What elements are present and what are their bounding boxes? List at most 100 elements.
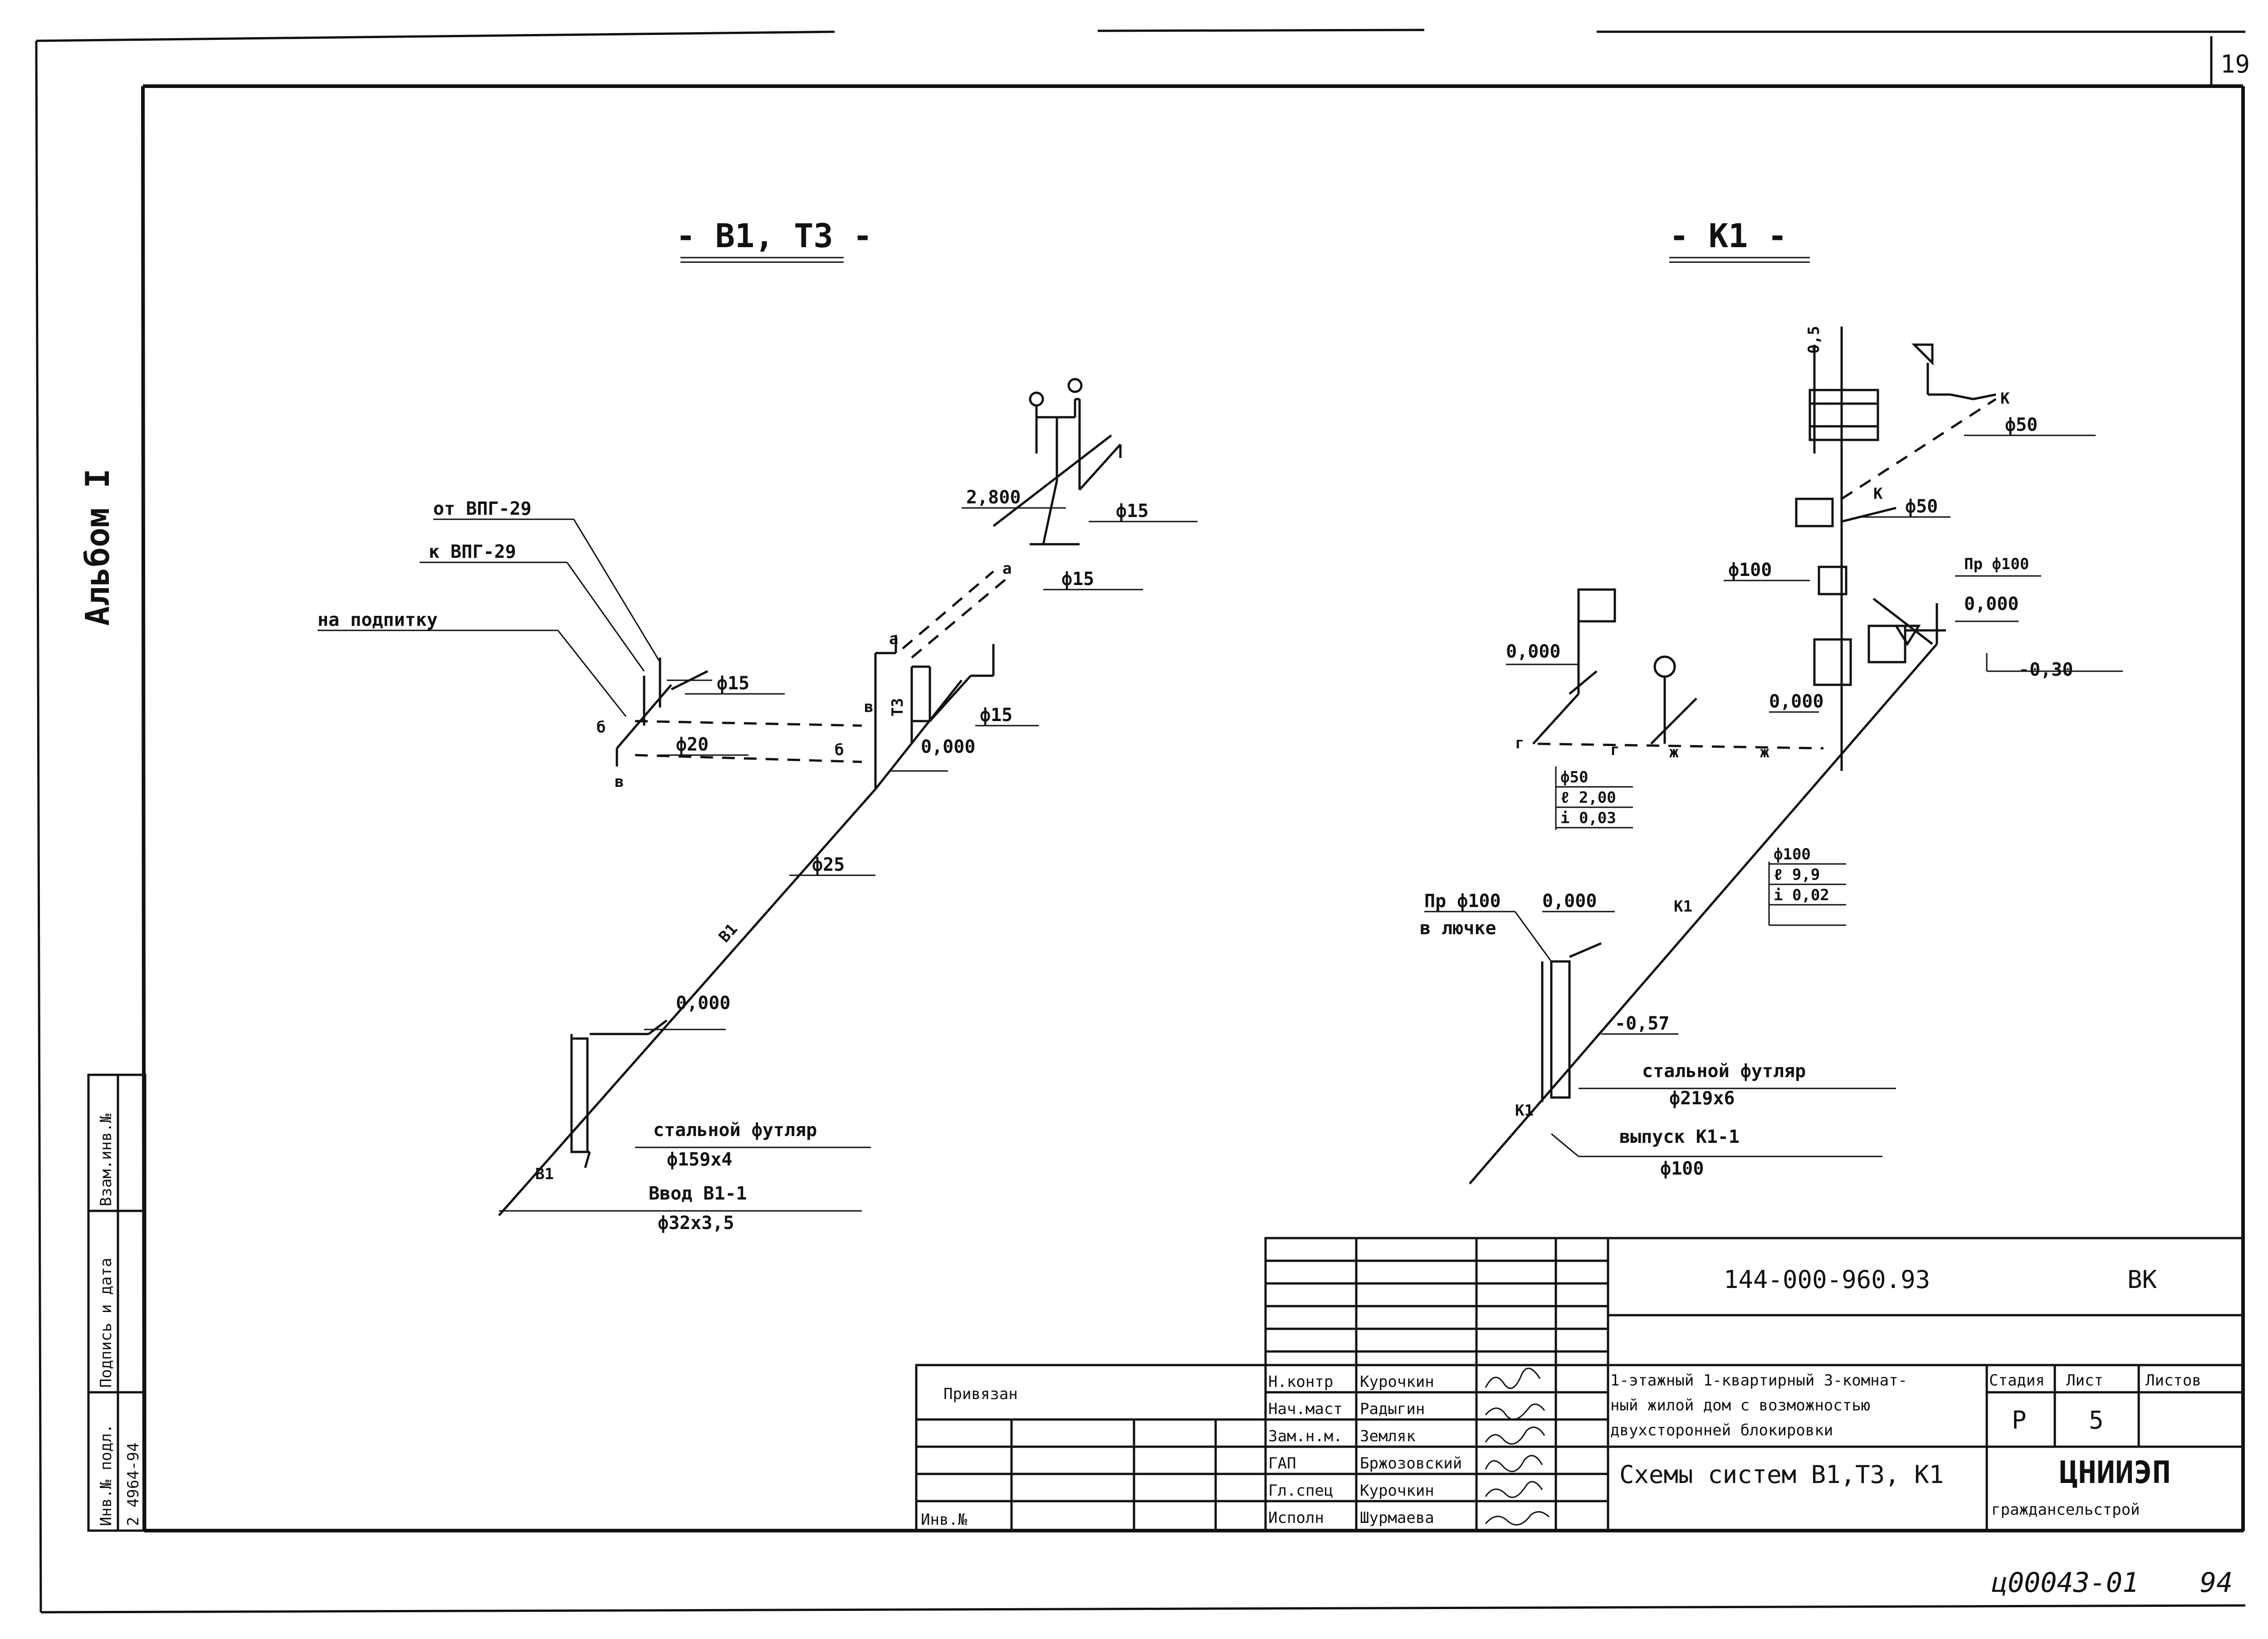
label-outlet-size: ф100 xyxy=(1660,1158,1704,1179)
label-mark-2800: 2,800 xyxy=(966,487,1021,508)
label-d15-b: ф15 xyxy=(980,705,1012,726)
stamp-col-replace: Взам.инв.№ xyxy=(97,1113,115,1206)
label-branch-d: ф50 xyxy=(1560,768,1588,786)
label-mark-057: -0,57 xyxy=(1615,1013,1669,1034)
label-pr100-b: Пр ф100 xyxy=(1424,891,1501,912)
tb-object-line-2: ный жилой дом с возможностью xyxy=(1610,1396,1870,1415)
label-pt-b2: б xyxy=(835,741,844,759)
label-pt-v2: в xyxy=(864,698,873,716)
tb-org-2: граждансельстрой xyxy=(1991,1501,2140,1519)
diagram-b1-t3: - В1, Т3 - xyxy=(318,217,1198,1234)
label-pipe-b1: В1 xyxy=(715,920,741,946)
label-pipe-t3: Т3 xyxy=(889,698,907,717)
label-pt-a2: а xyxy=(1002,560,1012,578)
tb-role-6: Исполн xyxy=(1268,1509,1324,1527)
archive-code: ц00043-01 xyxy=(1991,1567,2139,1599)
label-outlet: выпуск К1-1 xyxy=(1619,1127,1740,1147)
tb-object-line-3: двухсторонней блокировки xyxy=(1610,1421,1833,1439)
label-pt-g1: г xyxy=(1515,734,1524,752)
tb-sheet-title: Схемы систем В1,Т3, К1 xyxy=(1619,1460,1944,1489)
tb-role-4: ГАП xyxy=(1268,1454,1296,1473)
label-pt-v1: в xyxy=(615,773,624,791)
label-pt-zh2: ж xyxy=(1760,743,1769,761)
page-number: 19 xyxy=(2220,50,2250,78)
label-inlet: Ввод В1-1 xyxy=(649,1183,747,1204)
label-main-d: ф100 xyxy=(1774,845,1811,863)
label-branch-l: ℓ 2,00 xyxy=(1560,789,1616,807)
label-sleeve-left: стальной футляр xyxy=(653,1120,817,1141)
label-d50-a: ф50 xyxy=(2005,415,2038,435)
label-main-l: ℓ 9,9 xyxy=(1774,866,1820,884)
label-main-i: i 0,02 xyxy=(1774,886,1829,904)
tb-project-code: 144-000-960.93 xyxy=(1724,1265,1930,1294)
label-pt-zh1: ж xyxy=(1669,743,1679,761)
diagram-k1: - К1 - xyxy=(1420,217,2123,1185)
label-d15-a: ф15 xyxy=(717,673,749,694)
label-ot-vpg: от ВПГ-29 xyxy=(433,498,532,519)
left-stamp: Альбом I Инв.№ подл. Подпись и дата Взам… xyxy=(78,468,147,1532)
tb-name-5: Курочкин xyxy=(1360,1482,1434,1500)
tb-role-5: Гл.спец xyxy=(1268,1482,1333,1500)
label-d15-d: ф15 xyxy=(1116,501,1149,522)
label-pipe-b1-low: В1 xyxy=(535,1165,554,1183)
label-k-vpg: к ВПГ-29 xyxy=(429,541,516,562)
label-pt-b1: б xyxy=(596,718,606,737)
label-na-podpitku: на подпитку xyxy=(318,610,438,630)
label-mark-0000-b: 0,000 xyxy=(676,993,730,1014)
label-mark-0000-b: 0,000 xyxy=(1506,641,1560,662)
archive-page: 94 xyxy=(2200,1567,2233,1599)
label-mark-0000-c: 0,000 xyxy=(1769,691,1823,712)
label-mark-0000-a: 0,000 xyxy=(921,737,975,757)
tb-section: ВК xyxy=(2127,1265,2157,1294)
label-mark-0000-a: 0,000 xyxy=(1964,594,2019,615)
label-sleeve-right: стальной футляр xyxy=(1642,1061,1806,1082)
album-label: Альбом I xyxy=(78,468,117,626)
tb-object-line-1: 1-этажный 1-квартирный 3-комнат- xyxy=(1610,1371,1907,1390)
tb-name-1: Курочкин xyxy=(1360,1373,1434,1391)
label-pr100-a: Пр ф100 xyxy=(1964,555,2029,573)
stamp-inv-number: 2 4964-94 xyxy=(124,1443,142,1526)
stamp-col-inv: Инв.№ подл. xyxy=(97,1424,115,1526)
tb-stage-header: Стадия xyxy=(1989,1371,2045,1390)
label-branch-i: i 0,03 xyxy=(1560,809,1616,827)
stamp-col-sign: Подпись и дата xyxy=(97,1258,115,1388)
label-k-b: К xyxy=(1873,485,1883,503)
tb-sheets-header: Листов xyxy=(2146,1371,2201,1390)
label-k-a: К xyxy=(2000,390,2010,408)
label-pipe-k1-low: К1 xyxy=(1515,1102,1534,1120)
label-d50-b: ф50 xyxy=(1905,496,1938,517)
label-mark-0000-d: 0,000 xyxy=(1542,891,1597,912)
label-d15-c: ф15 xyxy=(1061,569,1094,590)
diagram-title-k1: - К1 - xyxy=(1669,217,1787,255)
label-d25: ф25 xyxy=(812,854,845,875)
label-sleeve-size-right: ф219х6 xyxy=(1669,1088,1735,1109)
sheet-frame xyxy=(35,29,2246,1614)
diagram-title-b1-t3: - В1, Т3 - xyxy=(676,217,872,255)
tb-privyazan: Привязан xyxy=(943,1385,1018,1403)
label-inlet-size: ф32х3,5 xyxy=(658,1213,734,1234)
tb-sheet: 5 xyxy=(2089,1406,2104,1434)
label-sleeve-size-left: ф159х4 xyxy=(667,1149,733,1170)
label-pt-g2: г xyxy=(1610,741,1619,759)
title-block: 144-000-960.93 ВК Привязан Инв.№ Н.контр… xyxy=(915,1237,2244,1532)
tb-stage: Р xyxy=(2012,1406,2027,1434)
label-d100-a: ф100 xyxy=(1728,560,1772,580)
tb-signatures xyxy=(1485,1367,1550,1526)
tb-name-6: Шурмаева xyxy=(1360,1509,1434,1527)
label-pipe-k1: К1 xyxy=(1674,898,1692,916)
label-pt-a1: а xyxy=(889,630,898,648)
label-in-hatch: в лючке xyxy=(1420,918,1496,939)
tb-role-1: Н.контр xyxy=(1268,1373,1333,1391)
tb-name-3: Земляк xyxy=(1360,1427,1416,1445)
label-mark-030: -0,30 xyxy=(2019,659,2073,680)
tb-sheet-header: Лист xyxy=(2066,1371,2103,1390)
tb-inv: Инв.№ xyxy=(921,1511,968,1529)
tb-role-3: Зам.н.м. xyxy=(1268,1427,1343,1445)
tb-name-4: Бржозовский xyxy=(1360,1454,1462,1473)
label-d20: ф20 xyxy=(676,734,709,755)
label-slope-05: 0,5 xyxy=(1805,326,1823,354)
tb-name-2: Радыгин xyxy=(1360,1400,1425,1418)
tb-org-1: ЦНИИЭП xyxy=(2059,1455,2171,1491)
tb-role-2: Нач.маст xyxy=(1268,1400,1343,1418)
